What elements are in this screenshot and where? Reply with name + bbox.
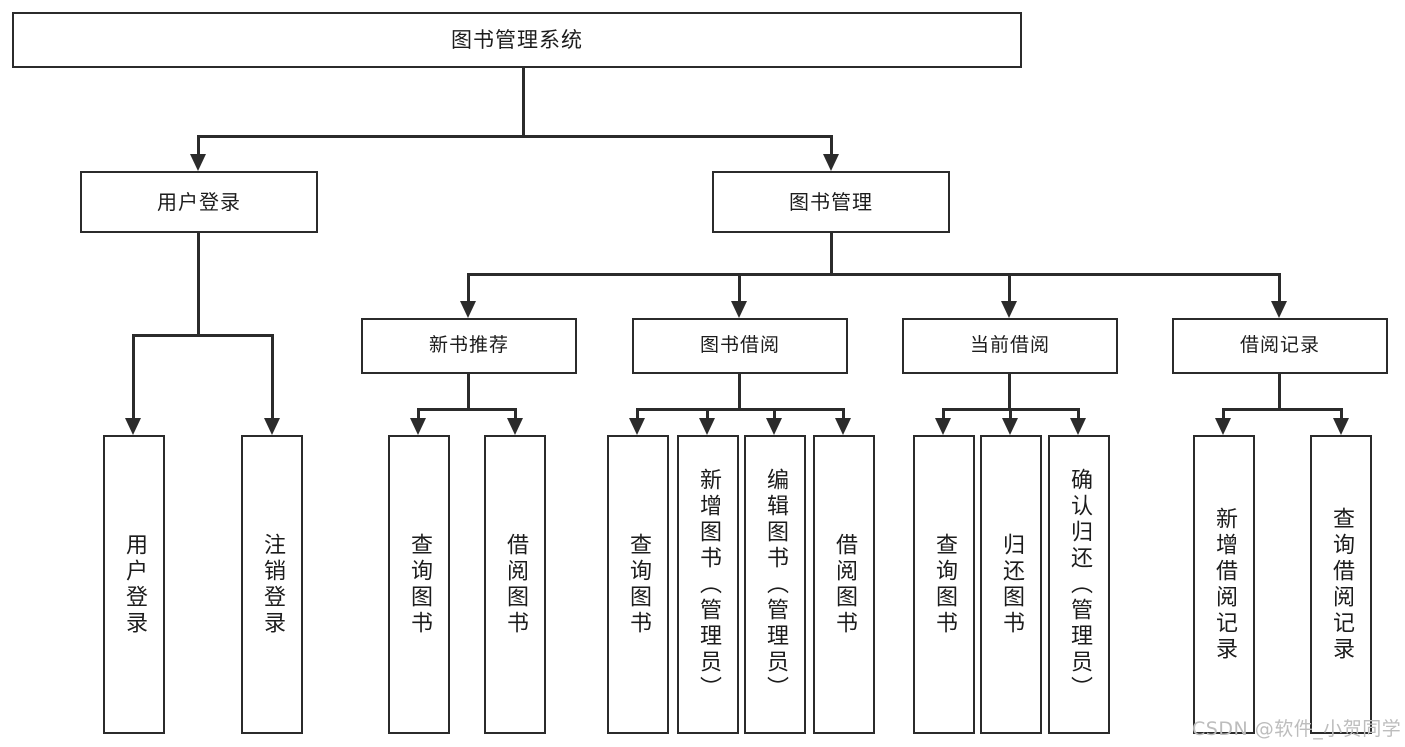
edge-borrow-arrow-0-head [629, 418, 645, 435]
edge-manage-bar [468, 273, 1280, 276]
edge-user-bar [133, 334, 273, 337]
edge-user-arrow-0-head [125, 418, 141, 435]
node-label: 新增图书（管理员） [696, 467, 721, 702]
node-label: 归还图书 [999, 532, 1024, 637]
edge-current-arrow-2-line [1077, 408, 1080, 420]
edge-record-arrow-0-line [1222, 408, 1225, 420]
node-label: 编辑图书（管理员） [763, 467, 788, 702]
edge-current-stem [1008, 374, 1011, 408]
edge-user-arrow-0-line [132, 334, 135, 420]
edge-manage-arrow-2-head [1001, 301, 1017, 318]
edge-root-arrow-1-line [830, 135, 833, 156]
edge-root-arrow-1-head [823, 154, 839, 171]
node-current-borrow[interactable]: 当前借阅 [902, 318, 1118, 374]
edge-record-bar [1223, 408, 1341, 411]
edge-recommend-stem [467, 374, 470, 408]
node-label: 查询借阅记录 [1329, 506, 1354, 663]
edge-manage-arrow-3-line [1278, 273, 1281, 303]
node-leaf-logout[interactable]: 注销登录 [241, 435, 303, 734]
edge-manage-arrow-1-line [738, 273, 741, 303]
node-leaf-query-book-3[interactable]: 查询图书 [913, 435, 975, 734]
node-leaf-borrow-book-2[interactable]: 借阅图书 [813, 435, 875, 734]
edge-borrow-arrow-1-head [699, 418, 715, 435]
edge-borrow-arrow-3-head [835, 418, 851, 435]
edge-record-arrow-1-head [1333, 418, 1349, 435]
edge-user-arrow-1-head [264, 418, 280, 435]
edge-current-arrow-1-line [1009, 408, 1012, 420]
node-label: 用户登录 [122, 532, 147, 637]
edge-record-arrow-1-line [1340, 408, 1343, 420]
edge-borrow-bar [637, 408, 844, 411]
node-label: 新书推荐 [428, 334, 509, 357]
edge-record-arrow-0-head [1215, 418, 1231, 435]
node-label: 用户登录 [157, 189, 241, 214]
edge-record-stem [1278, 374, 1281, 408]
edge-manage-stem [830, 233, 833, 273]
edge-root-stem [522, 68, 525, 135]
node-label: 借阅记录 [1239, 334, 1320, 357]
edge-root-bar [198, 135, 832, 138]
edge-user-stem [197, 233, 200, 334]
node-leaf-add-book[interactable]: 新增图书（管理员） [677, 435, 739, 734]
node-leaf-confirm-return[interactable]: 确认归还（管理员） [1048, 435, 1110, 734]
edge-borrow-arrow-0-line [636, 408, 639, 420]
node-book-borrow[interactable]: 图书借阅 [632, 318, 848, 374]
edge-current-arrow-0-line [942, 408, 945, 420]
edge-borrow-arrow-3-line [842, 408, 845, 420]
node-label: 新增借阅记录 [1212, 506, 1237, 663]
node-label: 查询图书 [407, 532, 432, 637]
node-label: 借阅图书 [832, 532, 857, 637]
edge-recommend-arrow-1-line [514, 408, 517, 420]
node-leaf-return-book[interactable]: 归还图书 [980, 435, 1042, 734]
node-user-login[interactable]: 用户登录 [80, 171, 318, 233]
node-book-management[interactable]: 图书管理 [712, 171, 950, 233]
edge-manage-arrow-0-head [460, 301, 476, 318]
edge-borrow-arrow-1-line [706, 408, 709, 420]
edge-user-arrow-1-line [271, 334, 274, 420]
node-label: 图书管理 [789, 189, 873, 214]
watermark-text: CSDN @软件_小贺同学 [1192, 718, 1402, 740]
node-label: 查询图书 [932, 532, 957, 637]
edge-root-arrow-0-head [190, 154, 206, 171]
edge-current-arrow-1-head [1002, 418, 1018, 435]
edge-borrow-arrow-2-head [766, 418, 782, 435]
node-leaf-edit-book[interactable]: 编辑图书（管理员） [744, 435, 806, 734]
node-root-system[interactable]: 图书管理系统 [12, 12, 1022, 68]
node-leaf-user-login[interactable]: 用户登录 [103, 435, 165, 734]
node-leaf-query-book-1[interactable]: 查询图书 [388, 435, 450, 734]
node-label: 确认归还（管理员） [1067, 467, 1092, 702]
node-label: 图书管理系统 [451, 27, 583, 52]
edge-recommend-arrow-0-line [417, 408, 420, 420]
edge-manage-arrow-3-head [1271, 301, 1287, 318]
node-label: 注销登录 [260, 532, 285, 637]
edge-borrow-stem [738, 374, 741, 408]
node-leaf-borrow-book-1[interactable]: 借阅图书 [484, 435, 546, 734]
node-leaf-add-record[interactable]: 新增借阅记录 [1193, 435, 1255, 734]
node-label: 当前借阅 [969, 334, 1050, 357]
edge-manage-arrow-0-line [467, 273, 470, 303]
edge-root-arrow-0-line [197, 135, 200, 156]
edge-current-arrow-2-head [1070, 418, 1086, 435]
node-new-book-recommend[interactable]: 新书推荐 [361, 318, 577, 374]
edge-manage-arrow-2-line [1008, 273, 1011, 303]
edge-recommend-bar [418, 408, 516, 411]
node-leaf-query-book-2[interactable]: 查询图书 [607, 435, 669, 734]
node-label: 借阅图书 [503, 532, 528, 637]
edge-recommend-arrow-0-head [410, 418, 426, 435]
edge-manage-arrow-1-head [731, 301, 747, 318]
node-leaf-query-record[interactable]: 查询借阅记录 [1310, 435, 1372, 734]
node-label: 查询图书 [626, 532, 651, 637]
edge-current-arrow-0-head [935, 418, 951, 435]
node-label: 图书借阅 [699, 334, 780, 357]
node-borrow-record[interactable]: 借阅记录 [1172, 318, 1388, 374]
edge-borrow-arrow-2-line [773, 408, 776, 420]
edge-recommend-arrow-1-head [507, 418, 523, 435]
